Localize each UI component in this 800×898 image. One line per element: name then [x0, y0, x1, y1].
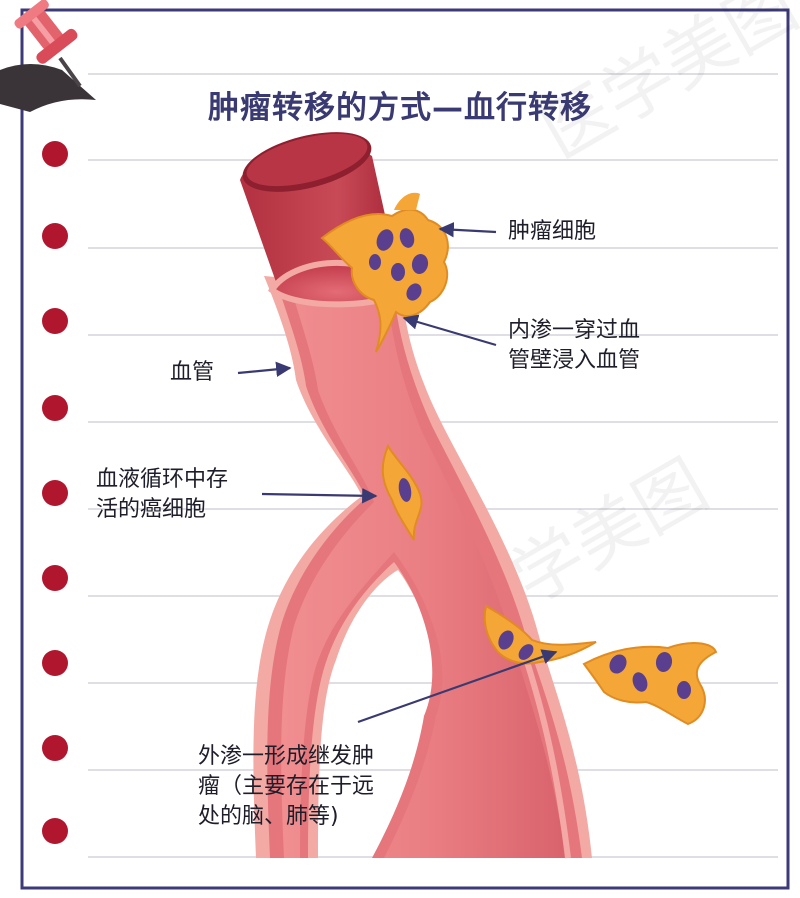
label-intravasation: 内渗一穿过血 管壁浸入血管 — [508, 316, 640, 376]
circulating-tumor-cell — [381, 443, 423, 541]
blood-vessel — [240, 132, 593, 859]
arrow-intravasation — [402, 314, 497, 347]
binder-hole-icon — [42, 818, 68, 844]
pushpin-icon — [0, 0, 96, 112]
label-circulating-line-2: 活的癌细胞 — [96, 497, 207, 522]
arrow-extravasation — [357, 649, 558, 724]
arrow-circulating — [261, 488, 378, 504]
label-circulating: 血液循环中存 活的癌细胞 — [96, 465, 228, 525]
arrow-vessel — [237, 361, 292, 377]
extravasating-tumor-cells — [483, 604, 597, 665]
label-circulating-line-1: 血液循环中存 — [96, 467, 229, 492]
binder-hole-icon — [42, 565, 68, 591]
binder-hole-icon — [42, 395, 68, 421]
label-extravasation: 外渗一形成继发肿 瘤（主要存在于远 处的脑、肺等) — [198, 742, 374, 832]
binder-hole-icon — [42, 650, 68, 676]
label-intravasation-line-2: 管壁浸入血管 — [508, 348, 641, 373]
label-vessel: 血管 — [170, 360, 215, 385]
label-extravasation-line-1: 外渗一形成继发肿 — [198, 744, 375, 769]
label-arrows — [237, 222, 558, 724]
page-title: 肿瘤转移的方式—血行转移 — [208, 90, 592, 126]
label-extravasation-line-3: 处的脑、肺等) — [198, 804, 339, 829]
tumor-cell-cluster — [320, 192, 449, 353]
binder-hole-icon — [42, 735, 68, 761]
binder-hole-icon — [42, 141, 68, 167]
label-extravasation-line-2: 瘤（主要存在于远 — [198, 774, 375, 799]
binder-hole-icon — [42, 308, 68, 334]
binder-hole-icon — [42, 480, 68, 506]
label-tumor-cells: 肿瘤细胞 — [508, 219, 597, 244]
metastatic-cell-cluster — [582, 642, 718, 726]
label-intravasation-line-1: 内渗一穿过血 — [508, 318, 641, 343]
binder-holes — [42, 141, 68, 844]
binder-hole-icon — [42, 223, 68, 249]
arrow-tumor-cells — [438, 222, 497, 238]
